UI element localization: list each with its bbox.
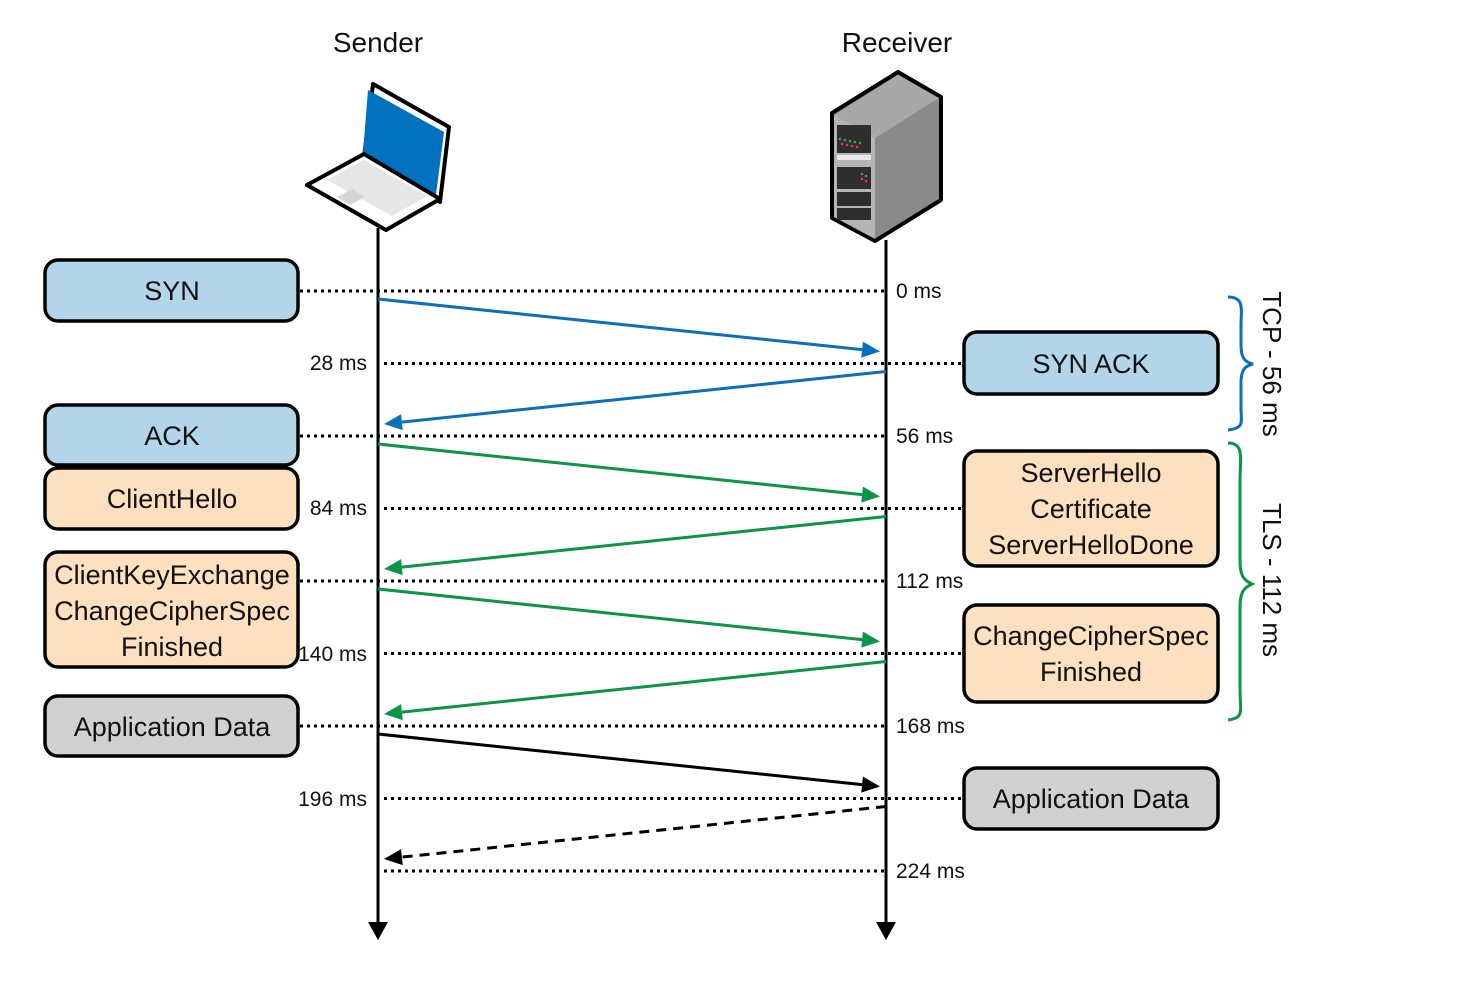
message-arrow-receiver-to-sender (384, 660, 887, 721)
message-text: Finished (1040, 657, 1142, 687)
message-text: SYN (144, 276, 200, 306)
sender-label: Sender (333, 27, 423, 58)
timeline-gridlines (300, 289, 962, 873)
timestamp-label: 196 ms (298, 788, 367, 811)
message-text: Certificate (1030, 494, 1152, 524)
message-text: ChangeCipherSpec (973, 621, 1209, 651)
message-box-client-hello: ClientHello (43, 466, 300, 531)
message-box-syn-ack: SYN ACK (962, 330, 1220, 396)
message-arrow-sender-to-receiver (377, 732, 880, 793)
timestamp-label: 56 ms (896, 425, 953, 448)
timestamp-labels: 0 ms 28 ms 56 ms 84 ms 112 ms 140 ms 168… (298, 280, 965, 883)
arrow-shaft (401, 660, 887, 714)
message-box-application-data-receiver: Application Data (962, 766, 1220, 831)
message-box-change-cipher-spec-server: ChangeCipherSpec Finished (962, 603, 1220, 704)
arrow-shaft (377, 297, 863, 352)
arrow-shaft (377, 587, 863, 642)
receiver-label: Receiver (842, 27, 952, 58)
timestamp-label: 112 ms (896, 570, 963, 593)
arrow-head (384, 559, 403, 576)
server-icon (830, 70, 943, 243)
laptop-icon (305, 82, 451, 232)
tcp-phase-label: TCP - 56 ms (1257, 291, 1287, 436)
message-arrow-receiver-to-sender (384, 805, 887, 866)
arrow-shaft (377, 442, 863, 497)
message-arrow-receiver-to-sender (384, 370, 887, 431)
arrow-shaft (401, 370, 887, 424)
message-box-syn: SYN (43, 258, 300, 323)
tls-phase-brace: TLS - 112 ms (1227, 441, 1287, 722)
message-text: ServerHelloDone (988, 530, 1194, 560)
message-text: SYN ACK (1032, 349, 1149, 379)
arrow-head (861, 486, 880, 503)
message-box-application-data-sender: Application Data (43, 694, 300, 758)
message-text: Application Data (993, 784, 1191, 814)
timestamp-label: 0 ms (896, 280, 942, 303)
message-text: Finished (121, 632, 223, 662)
tls-phase-label: TLS - 112 ms (1257, 503, 1287, 657)
message-box-server-hello: ServerHello Certificate ServerHelloDone (962, 449, 1220, 568)
message-text: ACK (144, 421, 200, 451)
arrow-head (384, 414, 403, 431)
arrow-head (861, 776, 880, 793)
message-text: ClientHello (107, 484, 238, 514)
arrow-head (861, 341, 880, 358)
arrow-head (384, 849, 403, 866)
message-text: ClientKeyExchange (54, 560, 290, 590)
timestamp-label: 140 ms (298, 643, 367, 666)
message-arrow-sender-to-receiver (377, 297, 880, 358)
message-text: ChangeCipherSpec (54, 596, 290, 626)
arrow-shaft (401, 515, 887, 569)
timestamp-label: 168 ms (896, 715, 965, 738)
arrow-shaft (401, 805, 887, 859)
message-box-client-key-exchange: ClientKeyExchange ChangeCipherSpec Finis… (43, 550, 300, 669)
sender-lifeline (368, 228, 388, 940)
arrow-head (384, 704, 403, 721)
message-arrow-sender-to-receiver (377, 587, 880, 648)
receiver-lifeline (876, 240, 896, 940)
message-arrow-receiver-to-sender (384, 515, 887, 576)
message-text: Application Data (74, 712, 272, 742)
tcp-phase-brace: TCP - 56 ms (1227, 291, 1287, 437)
message-arrow-sender-to-receiver (377, 442, 880, 503)
timestamp-label: 84 ms (310, 497, 367, 520)
message-text: ServerHello (1020, 458, 1161, 488)
arrow-head (861, 631, 880, 648)
timestamp-label: 224 ms (896, 860, 965, 883)
message-box-ack: ACK (43, 403, 300, 467)
sender-messages: SYN ACK ClientHello ClientKeyExchange Ch… (43, 258, 300, 758)
message-arrows (377, 297, 887, 866)
receiver-messages: SYN ACK ServerHello Certificate ServerHe… (962, 330, 1220, 831)
timestamp-label: 28 ms (310, 352, 367, 375)
arrow-shaft (377, 732, 863, 787)
